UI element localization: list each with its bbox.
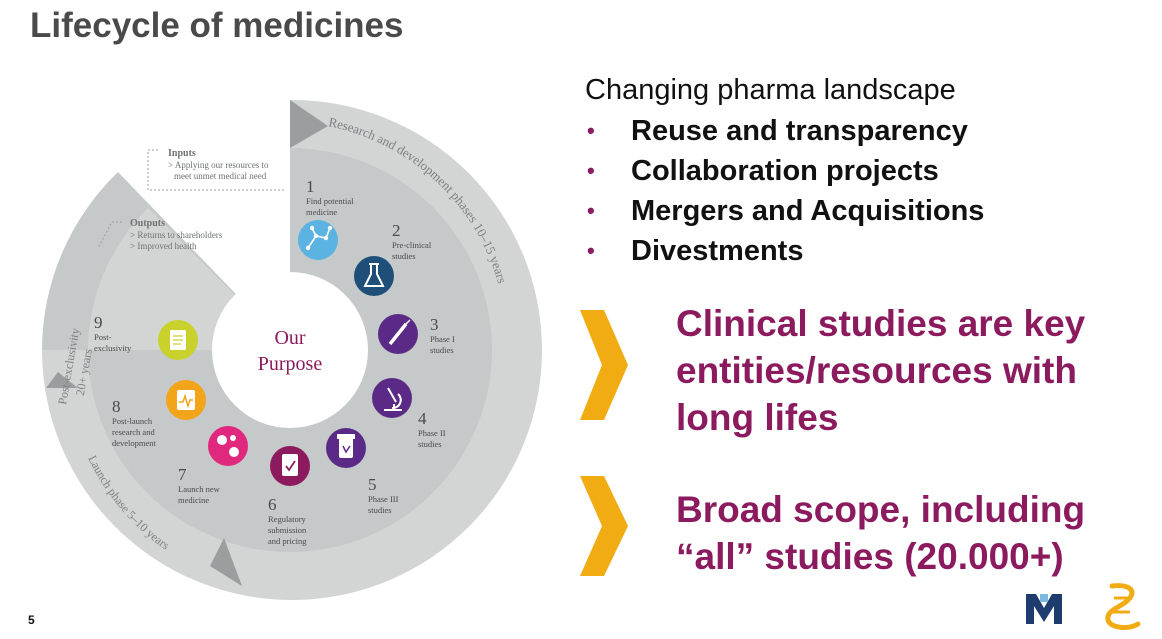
organization-logo-icon <box>1024 590 1064 626</box>
step-5-line2: studies <box>368 505 392 515</box>
bullet-item: • Mergers and Acquisitions <box>585 191 1145 231</box>
step-5-number: 5 <box>368 475 377 494</box>
slide-title: Lifecycle of medicines <box>30 6 404 45</box>
callout-clinical-studies: Clinical studies are key entities/resour… <box>580 300 1140 450</box>
callout-clinical-text: Clinical studies are key entities/resour… <box>676 300 1146 441</box>
step-6-line3: and pricing <box>268 536 307 546</box>
landscape-panel: Changing pharma landscape • Reuse and tra… <box>585 74 1145 271</box>
step-9-line1: Post- <box>94 332 112 342</box>
bullet-item: • Divestments <box>585 231 1145 271</box>
bullet-dot-icon: • <box>587 238 595 263</box>
bullet-dot-icon: • <box>587 158 595 183</box>
center-circle <box>212 272 368 428</box>
step-8-line3: development <box>112 438 157 448</box>
step-5-line1: Phase III <box>368 494 399 504</box>
landscape-bullet-list: • Reuse and transparency • Collaboration p… <box>585 111 1145 271</box>
lifecycle-diagram: Research and development phases 10–15 ye… <box>42 99 542 600</box>
step-6: 6 Regulatory submission and pricing <box>268 446 310 546</box>
bullet-dot-icon: • <box>587 118 595 143</box>
bullet-text: Divestments <box>631 234 804 267</box>
inputs-connector <box>147 149 284 191</box>
callout-line: entities/resources with <box>676 350 1077 391</box>
start-arrow-tab <box>290 100 328 148</box>
step-2-line1: Pre-clinical <box>392 240 432 250</box>
step-1-line1: Find potential <box>306 196 354 206</box>
inputs-line2: meet unmet medical need <box>174 171 267 181</box>
center-text-purpose: Purpose <box>258 353 323 375</box>
step-5: 5 Phase III studies <box>326 428 399 515</box>
callout-line: Clinical studies are key <box>676 303 1086 344</box>
step-4-line1: Phase II <box>418 428 446 438</box>
step-3-number: 3 <box>430 315 439 334</box>
bullet-dot-icon: • <box>587 198 595 223</box>
bullet-text: Collaboration projects <box>631 154 939 187</box>
bullet-text: Reuse and transparency <box>631 114 968 147</box>
outputs-line2: > Improved health <box>130 241 197 251</box>
landscape-subtitle: Changing pharma landscape <box>585 74 956 106</box>
step-3-line2: studies <box>430 345 454 355</box>
pills-icon <box>208 426 248 466</box>
callout-broad-scope: Broad scope, including “all” studies (20… <box>580 476 1140 586</box>
step-3-line1: Phase I <box>430 334 455 344</box>
inputs-title: Inputs <box>168 148 196 159</box>
step-9: 9 Post- exclusivity <box>94 313 198 360</box>
step-9-number: 9 <box>94 313 103 332</box>
callout-line: long lifes <box>676 397 839 438</box>
step-7-number: 7 <box>178 465 187 484</box>
step-1-number: 1 <box>306 177 315 196</box>
callout-broad-text: Broad scope, including “all” studies (20… <box>676 486 1146 580</box>
flask-icon <box>354 256 394 296</box>
bullet-item: • Collaboration projects <box>585 151 1145 191</box>
step-3: 3 Phase I studies <box>378 314 455 355</box>
molecule-icon <box>298 220 338 260</box>
step-4: 4 Phase II studies <box>372 378 446 449</box>
bullet-text: Mergers and Acquisitions <box>631 194 985 227</box>
company-logo-icon <box>1105 583 1141 630</box>
outputs-line1: > Returns to shareholders <box>130 230 223 240</box>
arrow-right-icon <box>580 476 628 576</box>
bullet-item: • Reuse and transparency <box>585 111 1145 151</box>
center-text-our: Our <box>274 327 305 349</box>
outputs-connector <box>97 221 122 249</box>
step-2: 2 Pre-clinical studies <box>354 221 432 296</box>
step-8-line2: research and <box>112 427 155 437</box>
step-4-number: 4 <box>418 409 427 428</box>
inputs-line1: > Applying our resources to <box>168 160 269 170</box>
step-9-line2: exclusivity <box>94 343 132 353</box>
step-7-line2: medicine <box>178 495 209 505</box>
outputs-title: Outputs <box>130 218 165 229</box>
launch-arrow-tab <box>210 538 242 586</box>
step-1: 1 Find potential medicine <box>298 177 354 260</box>
post-arrow-tab <box>46 372 78 388</box>
step-2-line2: studies <box>392 251 416 261</box>
step-1-line2: medicine <box>306 207 337 217</box>
step-2-number: 2 <box>392 221 401 240</box>
arrow-right-icon <box>580 310 628 420</box>
step-4-line2: studies <box>418 439 442 449</box>
step-8-line1: Post-launch <box>112 416 153 426</box>
page-number: 5 <box>28 613 35 627</box>
step-8: 8 Post-launch research and development <box>112 380 206 448</box>
microscope-icon <box>372 378 412 418</box>
step-7-line1: Launch new <box>178 484 221 494</box>
callout-line: “all” studies (20.000+) <box>676 536 1064 577</box>
step-6-line2: submission <box>268 525 307 535</box>
step-6-number: 6 <box>268 495 277 514</box>
callout-line: Broad scope, including <box>676 489 1086 530</box>
step-7: 7 Launch new medicine <box>178 426 248 505</box>
step-8-number: 8 <box>112 397 121 416</box>
step-6-line1: Regulatory <box>268 514 307 524</box>
